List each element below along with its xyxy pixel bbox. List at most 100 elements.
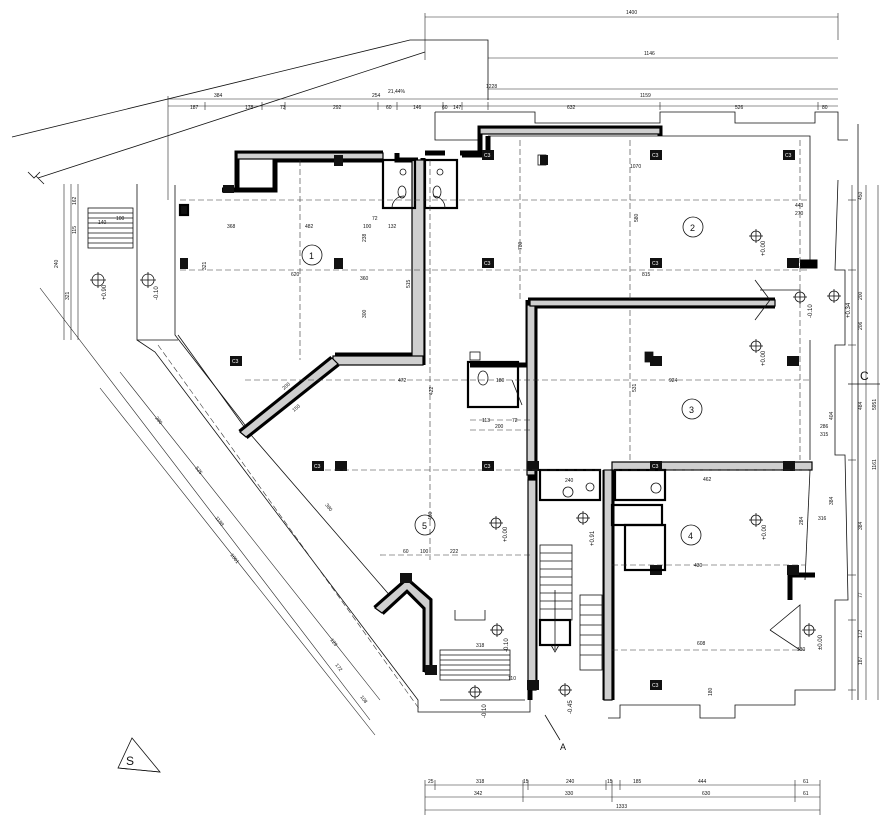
interior-dim: 430 (694, 563, 703, 569)
diag-dim-d: 525 (193, 466, 203, 476)
interior-dim: 422 (429, 386, 435, 395)
column-c3 (787, 356, 799, 366)
dim-row2-7: 147 (453, 105, 462, 111)
slope-percent: 21,44% (388, 89, 406, 95)
right-dim: 286 (820, 424, 829, 430)
outer-outline (136, 111, 859, 719)
column-c3 (312, 461, 324, 471)
interior-dim: 472 (398, 378, 407, 384)
column-c3 (334, 258, 343, 269)
entry-steps-left: 140 100 (87, 207, 134, 249)
dim-row1-b: 254 (372, 93, 381, 99)
room-4-marker: 4 (680, 524, 702, 546)
interior-dim: 132 (388, 224, 397, 230)
hatched-walls (236, 127, 813, 701)
dim-row2-6: 60 (442, 105, 448, 111)
interior-dim: 368 (227, 224, 236, 230)
interior-dim: 531 (632, 383, 638, 392)
room-markers: 1 2 3 4 5 (301, 216, 704, 546)
interior-dim: 270 (795, 211, 804, 217)
interior-dim: 110 (508, 676, 516, 682)
dim-row2-2: 73 (280, 105, 286, 111)
level-label: +0.00 (761, 240, 767, 256)
bottom-dim: 25 (428, 779, 434, 785)
top-dimension-chains: 1400 1146 1228 384 254 1159 21,44% 187 1… (167, 10, 839, 200)
right-dim: 77 (858, 592, 864, 598)
column-c3 (650, 680, 662, 690)
interior-dim: 316 (818, 516, 827, 522)
level-label: -0.10 (482, 704, 488, 718)
column-tag: C3 (314, 464, 321, 470)
column-c3 (400, 573, 412, 583)
column-c3 (650, 461, 662, 471)
interior-dim: 620 (291, 272, 300, 278)
interior-dim: 130 (797, 647, 806, 653)
right-dimension-chains: 450 200 206 484 5951 384 77 172 187 1161… (820, 185, 879, 700)
dim-second: 1146 (644, 51, 655, 57)
column-c3 (645, 352, 653, 362)
level-label: +0.00 (761, 350, 767, 366)
interior-dim: 100 (420, 549, 429, 555)
level-marker: -0.10 (490, 623, 510, 652)
room-1-marker: 1 (301, 244, 323, 266)
column-tag: C3 (484, 464, 491, 470)
column-c3 (527, 461, 539, 471)
diag-dim-c: 1001 (228, 553, 240, 566)
column-tag: C3 (652, 153, 659, 159)
right-dim: 404 (829, 411, 835, 420)
interior-dim: 318 (476, 643, 485, 649)
right-dim: 206 (858, 321, 864, 330)
level-label: +0.00 (503, 526, 509, 542)
dim-row2-9: 526 (735, 105, 744, 111)
interior-dim: 443 (795, 203, 804, 209)
staircase (538, 544, 603, 671)
column-c3 (482, 461, 494, 471)
interior-dim: 180 (496, 378, 505, 384)
column-c3 (650, 258, 662, 268)
dim-row2-4: 60 (386, 105, 392, 111)
interior-dim: 238 (362, 233, 368, 242)
interior-dim: 200 (281, 381, 291, 391)
room-4-number: 4 (688, 531, 693, 541)
north-arrow: S (117, 737, 161, 773)
dim-row2-0: 187 (190, 105, 199, 111)
column-c3 (335, 461, 347, 471)
interior-dim: 222 (450, 549, 459, 555)
column-c3 (180, 205, 188, 215)
level-marker: +0.91 (576, 511, 596, 546)
dim-row2-8: 632 (567, 105, 576, 111)
entry-steps-bottom (439, 610, 511, 681)
site-boundary (11, 39, 489, 185)
room-2-number: 2 (690, 223, 695, 233)
level-label: +0.90 (102, 284, 108, 300)
diag-dim-e: 123 (328, 638, 338, 648)
level-label: -0.45 (568, 700, 574, 714)
step-dim-a: 140 (98, 220, 107, 226)
dim-row2-1: 178 (245, 105, 254, 111)
dim-overall: 1400 (626, 10, 637, 16)
dim-third: 1228 (486, 84, 497, 90)
column-c3 (783, 461, 795, 471)
bottom-dim: 444 (698, 779, 707, 785)
toilet-middle (466, 360, 523, 409)
left-dim-3: 115 (72, 226, 78, 234)
column-c3 (180, 258, 188, 269)
level-marker: -0.10 (793, 290, 814, 318)
interior-dim: 460 (428, 511, 434, 520)
level-marker: +0.00 (749, 513, 768, 540)
interior-dim: 462 (703, 477, 712, 483)
interior-dim: 284 (799, 516, 805, 525)
right-dim: 1161 (872, 459, 878, 470)
room-1-number: 1 (309, 251, 314, 261)
interior-dim: 515 (406, 279, 412, 288)
dim-row2-5: 146 (413, 105, 422, 111)
right-dim: 315 (820, 432, 829, 438)
interior-dim: 815 (642, 272, 651, 278)
interior-dim: 150 (291, 403, 301, 413)
right-dim: 384 (858, 521, 864, 530)
room-3-marker: 3 (681, 398, 703, 420)
interior-dim: 608 (697, 641, 706, 647)
dim-row2-3: 292 (333, 105, 342, 111)
load-bearing-walls (222, 125, 818, 700)
level-label: +0.34 (846, 302, 852, 318)
